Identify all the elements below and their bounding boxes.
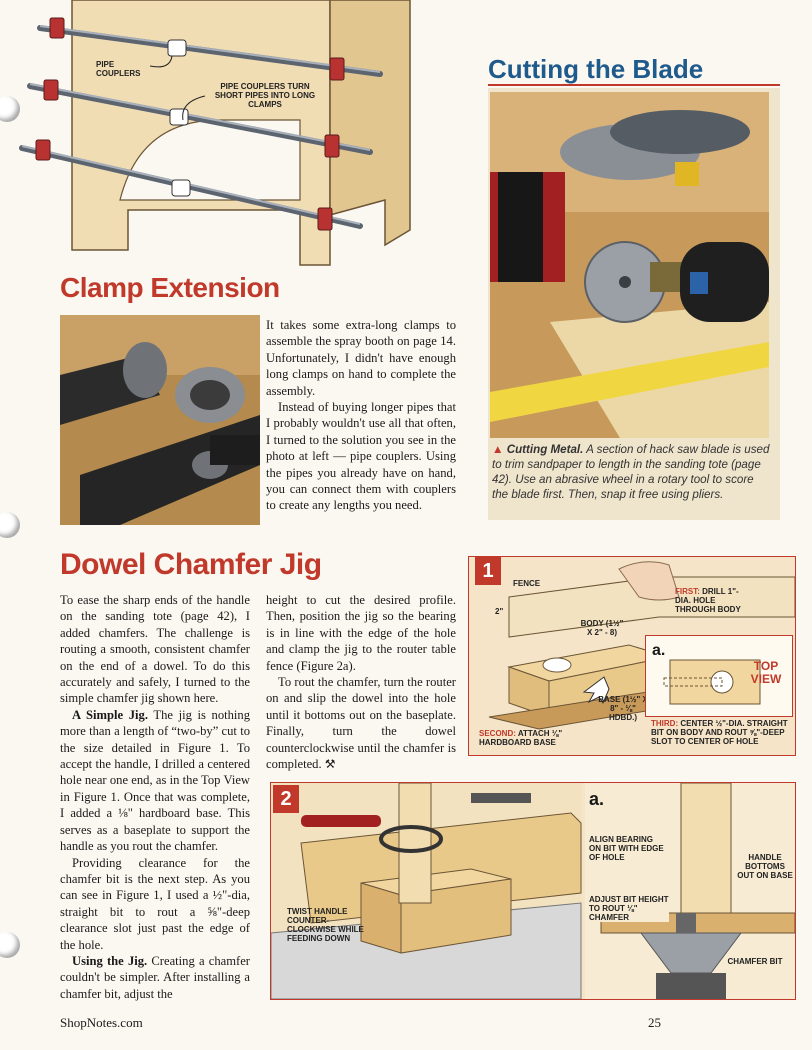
first-step-prefix: FIRST: (675, 587, 700, 596)
label-body: BODY (1½" x 2" - 8) (580, 619, 624, 637)
label-align-bearing: ALIGN BEARING ON BIT WITH EDGE OF HOLE (589, 835, 665, 862)
clamp-paragraph-2: Instead of buying longer pipes that I pr… (266, 400, 456, 513)
figure-2a-label: a. (589, 789, 605, 809)
second-step-text: ATTACH ⅛" HARDBOARD BASE (479, 729, 563, 747)
figure-2-drawing (271, 783, 795, 999)
figure-1a-drawing (663, 659, 761, 705)
dowel-jig-title: Dowel Chamfer Jig (60, 548, 322, 581)
end-mark-icon: ⚒ (324, 757, 336, 772)
footer-site: ShopNotes.com (60, 1015, 143, 1030)
cutting-metal-caption: ▲ Cutting Metal. A section of hack saw b… (492, 442, 772, 502)
label-chamfer-bit: CHAMFER BIT (727, 957, 783, 966)
figure-2-number: 2 (273, 785, 299, 813)
clamp-paragraph-1: It takes some extra-long clamps to assem… (266, 318, 456, 398)
second-step-prefix: SECOND: (479, 729, 516, 738)
caption-text: A section of hack saw blade is used to t… (492, 443, 770, 501)
label-adjust-bit: ADJUST BIT HEIGHT TO ROUT ⅛" CHAMFER (589, 895, 669, 922)
third-step-prefix: THIRD: (651, 719, 679, 728)
dowel-jig-column-2: height to cut the desired profile. Then,… (266, 592, 456, 772)
caption-lead: Cutting Metal. (506, 443, 584, 456)
runin-simple-jig: A Simple Jig. (72, 707, 148, 722)
dowel-paragraph-5: height to cut the desired profile. Then,… (266, 593, 456, 673)
figure-2: 2 TWIST HANDLE COUNTER-CLOCKWISE WHILE F… (270, 782, 796, 1000)
binder-hole (0, 512, 20, 538)
figure-1a-label: a. (652, 642, 666, 659)
label-fence: FENCE (513, 579, 541, 588)
binder-hole (0, 96, 20, 122)
label-first-step: FIRST: DRILL 1"- DIA. HOLE THROUGH BODY (675, 587, 747, 614)
dowel-paragraph-2: The jig is nothing more than a length of… (60, 707, 251, 854)
label-handle-bottoms: HANDLE BOTTOMS OUT ON BASE (737, 853, 793, 880)
figure-1: 1 FENCE 2" BODY (1½" x 2" - 8) BASE (1½"… (468, 556, 796, 756)
title-rule (488, 84, 780, 86)
cutting-metal-photo (490, 92, 769, 438)
label-third-step: THIRD: CENTER ½"-DIA. STRAIGHT BIT ON BO… (651, 719, 791, 746)
label-second-step: SECOND: ATTACH ⅛" HARDBOARD BASE (479, 729, 589, 747)
dowel-paragraph-6: To rout the chamfer, turn the router on … (266, 675, 456, 772)
spray-booth-drawing (19, 0, 411, 266)
clamp-extension-title: Clamp Extension (60, 272, 280, 303)
clamp-extension-text: It takes some extra-long clamps to assem… (266, 317, 456, 514)
pipe-clamp-illustration: PIPE COUPLERS PIPE COUPLERS TURN SHORT P… (0, 0, 430, 280)
caption-triangle-icon: ▲ (492, 443, 504, 456)
label-pipe-couplers-turn-short: PIPE COUPLERS TURN SHORT PIPES INTO LONG… (214, 82, 316, 109)
label-base: BASE (1½" x 8" - ⅛" Hdbd.) (598, 695, 648, 722)
figure-1a-inset: a. TOP VIEW (645, 635, 793, 717)
dowel-paragraph-1: To ease the sharp ends of the handle on … (60, 593, 250, 706)
label-twist-handle: TWIST HANDLE COUNTER-CLOCKWISE WHILE FEE… (287, 907, 364, 943)
cutting-blade-title: Cutting the Blade (488, 54, 704, 84)
pipe-couplers-photo (60, 315, 260, 525)
third-step-text: CENTER ½"-DIA. STRAIGHT BIT ON BODY AND … (651, 719, 788, 746)
label-pipe-couplers: PIPE COUPLERS (96, 60, 141, 78)
figure-1-number: 1 (475, 557, 501, 585)
dowel-paragraph-3: Providing clearance for the chamfer bit … (60, 855, 250, 952)
page-number: 25 (648, 1015, 661, 1030)
label-top-view: TOP VIEW (750, 659, 782, 686)
dowel-paragraph-4: Creating a chamfer couldn't be simpler. … (60, 953, 250, 1001)
dowel-jig-column-1: To ease the sharp ends of the handle on … (60, 592, 250, 1002)
label-dimension-2: 2" (495, 607, 504, 616)
binder-hole (0, 932, 20, 958)
runin-using-jig: Using the Jig. (72, 953, 148, 968)
first-step-text: DRILL 1"- DIA. HOLE THROUGH BODY (675, 587, 741, 614)
cutting-blade-panel: ▲ Cutting Metal. A section of hack saw b… (488, 88, 780, 520)
